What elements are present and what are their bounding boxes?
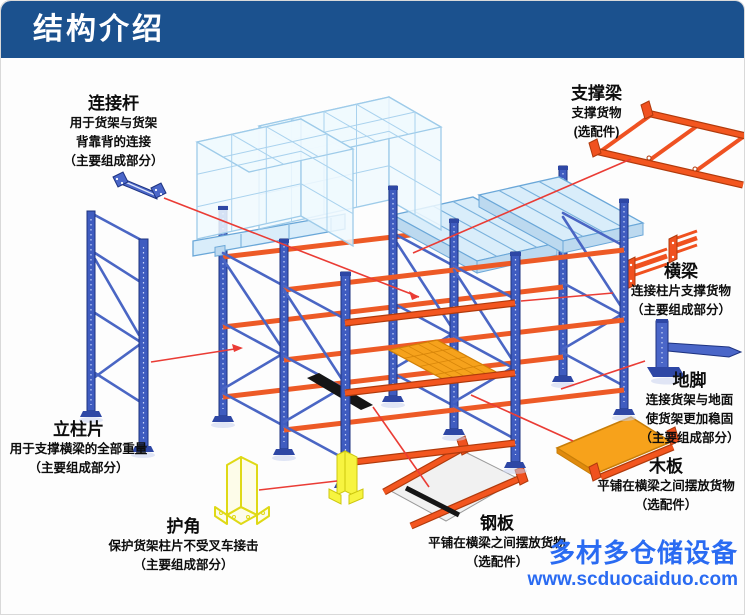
label-wood-board: 木板 平铺在横梁之间摆放货物 （选配件） bbox=[586, 456, 744, 515]
rack-feet bbox=[211, 376, 636, 488]
leader-upright-frame bbox=[150, 347, 242, 363]
cross-beam-title: 横梁 bbox=[664, 262, 698, 281]
corner-guard-drawing bbox=[214, 456, 270, 525]
leader-cross-beam bbox=[520, 292, 614, 302]
support-beam-drawing bbox=[588, 100, 744, 189]
leader-connector-rod bbox=[163, 197, 420, 298]
connector-rod-drawing bbox=[112, 171, 167, 200]
corner-guard-title: 护角 bbox=[166, 517, 201, 536]
watermark-brand: 多材多仓储设备 bbox=[548, 538, 738, 568]
pallet-rack-drawing bbox=[192, 95, 645, 505]
support-beam-title: 支撑梁 bbox=[571, 84, 622, 103]
wood-board-title: 木板 bbox=[649, 457, 683, 476]
label-upright-frame: 立柱片 用于支撑横梁的全部重量 （主要组成部分） bbox=[1, 419, 156, 478]
leader-corner-guard bbox=[258, 480, 338, 491]
watermark-url: www.scduocaiduo.com bbox=[527, 568, 738, 590]
label-corner-guard: 护角 保护货架柱片不受叉车接击 （主要组成部分） bbox=[76, 516, 291, 575]
label-foot: 地脚 连接货架与地面 使货架更加稳固 （主要组成部分） bbox=[633, 370, 744, 448]
page-title: 结构介绍 bbox=[1, 1, 744, 58]
leader-steel-plate bbox=[372, 406, 430, 488]
label-cross-beam: 横梁 连接柱片支撑货物 （主要组成部分） bbox=[616, 261, 744, 320]
label-support-beam: 支撑梁 支撑货物 (选配件) bbox=[549, 83, 644, 142]
upright-frame-title: 立柱片 bbox=[53, 420, 104, 439]
leader-lines bbox=[150, 158, 646, 491]
upright-frame-drawing bbox=[79, 210, 155, 458]
foot-title: 地脚 bbox=[672, 371, 707, 390]
wood-board-drawing bbox=[555, 416, 680, 482]
steel-plate-title: 钢板 bbox=[480, 514, 514, 533]
leader-foot bbox=[560, 360, 646, 390]
label-connector-rod: 连接杆 用于货架与货架 背靠背的连接 （主要组成部分） bbox=[41, 93, 186, 171]
foot-drawing bbox=[647, 319, 743, 385]
corner-guard-installed bbox=[328, 450, 364, 505]
connector-rod-title: 连接杆 bbox=[88, 94, 139, 113]
leader-support-beam bbox=[412, 158, 632, 254]
leader-wood-board bbox=[470, 394, 574, 442]
cross-beam-drawing bbox=[626, 229, 698, 290]
steel-plate-installed bbox=[307, 373, 373, 410]
watermark: 多材多仓储设备 www.scduocaiduo.com bbox=[527, 538, 738, 591]
label-steel-plate: 钢板 平铺在横梁之间摆放货物 （选配件） bbox=[397, 513, 597, 572]
